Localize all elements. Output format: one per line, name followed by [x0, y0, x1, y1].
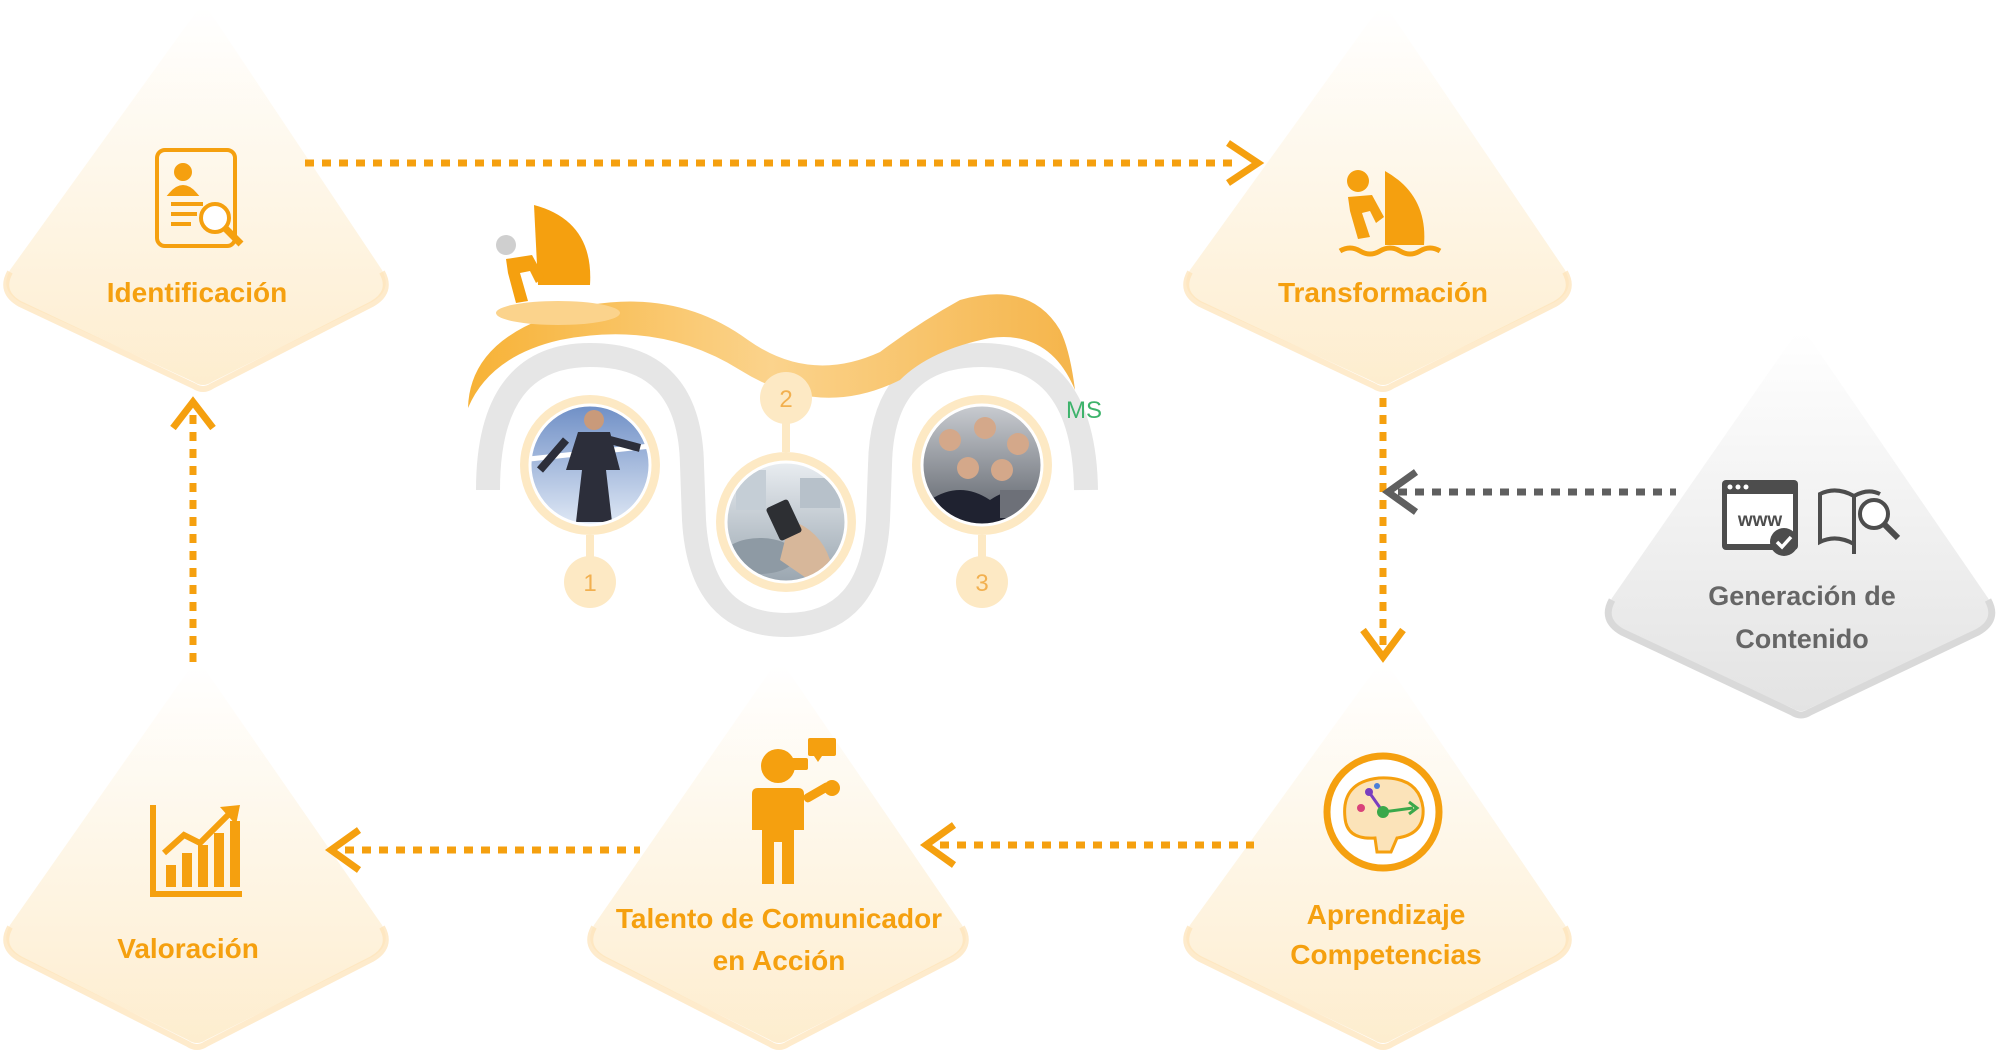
step-badge-1: 1: [564, 556, 616, 608]
label-generacion-line2: Contenido: [1735, 624, 1868, 654]
label-identificacion: Identificación: [107, 277, 287, 308]
label-talento-line1: Talento de Comunicador: [616, 903, 942, 934]
arrowhead-up-icon: [170, 396, 216, 431]
node-shape: [1186, 8, 1569, 385]
arrowhead-left-icon: [1381, 469, 1419, 515]
label-aprendizaje-line2: Competencias: [1290, 939, 1481, 970]
label-generacion-line1: Generación de: [1708, 581, 1896, 611]
node-rim: [3, 925, 389, 1050]
connector-transformacion-to-aprendizaje: [1360, 398, 1406, 663]
resume-search-icon: [155, 148, 244, 248]
node-rim: [1604, 598, 1996, 719]
svg-text:1: 1: [583, 570, 596, 597]
windsurfer-icon: [1338, 170, 1442, 257]
node-shape: [6, 8, 386, 385]
node-identificacion: [3, 8, 389, 392]
node-rim: [1183, 270, 1572, 392]
svg-text:www: www: [1737, 510, 1783, 531]
connector-generacion-to-transformacion: [1381, 469, 1676, 515]
center-journey-graphic: MS: [468, 205, 1102, 638]
connector-talento-to-valoracion: [324, 827, 640, 873]
node-talento: [587, 664, 969, 1050]
node-rim: [3, 270, 389, 392]
node-valoracion: [3, 664, 389, 1050]
svg-text:3: 3: [975, 570, 988, 597]
arrowhead-down-icon: [1360, 627, 1406, 663]
node-shape: [1608, 332, 1992, 711]
node-rim: [1183, 925, 1572, 1050]
step-photo-2: [716, 452, 856, 592]
node-shape: [6, 664, 386, 1043]
svg-text:2: 2: [779, 386, 792, 413]
step-photo-3: [912, 395, 1052, 535]
step-photo-1: [520, 395, 660, 535]
step-badge-2: 2: [760, 372, 812, 424]
node-shape: [590, 664, 966, 1043]
arrowhead-left-icon: [919, 822, 957, 868]
label-valoracion: Valoración: [117, 933, 259, 964]
book-search-icon: [1818, 488, 1901, 554]
wave-track: [476, 342, 1098, 638]
label-talento-line2: en Acción: [713, 945, 846, 976]
node-generacion-contenido: [1604, 332, 1996, 719]
orange-swoosh: [468, 294, 1075, 408]
growth-bar-chart-icon: [150, 805, 242, 897]
speaker-microphone-icon: [752, 738, 840, 884]
arrowhead-left-icon: [324, 827, 362, 873]
node-rim: [587, 925, 969, 1050]
brain-neuron-icon: [1323, 752, 1443, 872]
www-browser-check-icon: www: [1722, 480, 1798, 556]
node-transformacion: [1183, 8, 1572, 392]
sail-surfer-logo: [496, 205, 620, 325]
connector-valoracion-to-identificacion: [170, 396, 216, 668]
connector-aprendizaje-to-talento: [919, 822, 1254, 868]
step-badge-3: 3: [956, 556, 1008, 608]
label-aprendizaje-line1: Aprendizaje: [1307, 899, 1466, 930]
arrowhead-right-icon: [1226, 140, 1265, 186]
connector-identificacion-to-transformacion: [305, 140, 1265, 186]
label-transformacion: Transformación: [1278, 277, 1488, 308]
ms-logo: MS: [1066, 397, 1102, 424]
